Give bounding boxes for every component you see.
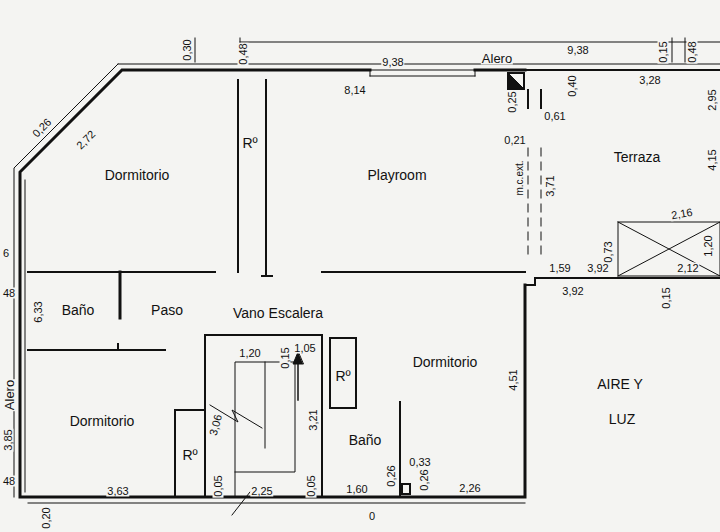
dimension-label: 2,16 [670, 207, 695, 222]
dimension-label: 0,15 [661, 286, 672, 309]
dimension-label: 0,15 [280, 346, 291, 369]
room-label: Playroom [366, 168, 427, 182]
dimension-label: 3,92 [561, 286, 584, 297]
dimension-label: 9,38 [381, 57, 404, 68]
dimension-label: 0,30 [182, 38, 193, 61]
dimension-label: 0,40 [567, 74, 578, 97]
dimension-label: 8,14 [343, 85, 366, 96]
room-label: Rº [181, 448, 198, 462]
room-label: Baño [348, 433, 383, 447]
dimension-label: 1,20 [703, 234, 714, 257]
dimension-label: 0,21 [503, 135, 526, 146]
dimension-label: 2,26 [458, 483, 481, 494]
dimension-label: 6 [2, 248, 10, 259]
dimension-label: 3,71 [545, 174, 556, 197]
room-label: Dormitorio [69, 414, 136, 428]
dimension-label: 0,26 [419, 468, 430, 491]
dimension-label: 48 [2, 288, 16, 299]
room-label: Dormitorio [104, 168, 171, 182]
room-label: Alero [2, 379, 15, 411]
dimension-label: 3,63 [106, 486, 129, 497]
dimension-label: 0,61 [543, 111, 566, 122]
dimension-label: 1,20 [238, 348, 261, 359]
dimension-label: m.c.ext. [515, 159, 525, 196]
dimension-label: 0,33 [408, 457, 431, 468]
dimension-label: 9,38 [566, 45, 589, 56]
dimension-label: 3,28 [638, 75, 661, 86]
room-label: Baño [61, 303, 96, 317]
room-label: LUZ [608, 412, 636, 426]
dimension-label: 2,25 [250, 486, 273, 497]
dimension-label: 1,60 [345, 484, 368, 495]
dimension-label: 0,26 [386, 464, 397, 487]
dimension-label: 0,05 [306, 474, 317, 497]
dimension-label: 6,33 [33, 300, 44, 323]
dimension-label: 3,85 [2, 428, 13, 451]
room-label: AIRE Y [596, 377, 644, 391]
room-label: Rº [334, 369, 351, 383]
dimension-label: 0,48 [238, 42, 249, 65]
dimension-label: 3,06 [208, 412, 225, 437]
room-label: Terraza [613, 150, 662, 164]
dimension-label: 0 [368, 511, 376, 522]
dimension-label: 0,25 [507, 90, 518, 113]
dimension-label: 2,95 [707, 88, 718, 111]
dimension-label: 0,73 [603, 240, 614, 263]
dimension-label: 0,26 [30, 116, 54, 140]
room-label: Paso [150, 303, 184, 317]
dimension-label: 2,12 [676, 263, 699, 274]
dimension-label: 0,20 [41, 507, 52, 530]
dimension-label: 0,05 [213, 474, 224, 497]
dimension-label: 48 [2, 476, 16, 487]
room-label: Dormitorio [412, 355, 479, 369]
dimension-label: 1,59 [548, 263, 571, 274]
dimension-label: 0,48 [687, 40, 698, 63]
dimension-label: 0,15 [658, 40, 669, 63]
dimension-label: 3,92 [586, 263, 609, 274]
dimension-label: 1,05 [293, 343, 316, 354]
room-label: Vano Escalera [232, 306, 324, 320]
dimension-label: 2,72 [74, 128, 98, 152]
dimension-label: 4,51 [508, 368, 519, 391]
dimension-label: 4,15 [707, 148, 718, 171]
dimension-label: 3,21 [308, 408, 319, 431]
room-label: Rº [241, 136, 258, 150]
room-label: Alero [481, 52, 513, 65]
